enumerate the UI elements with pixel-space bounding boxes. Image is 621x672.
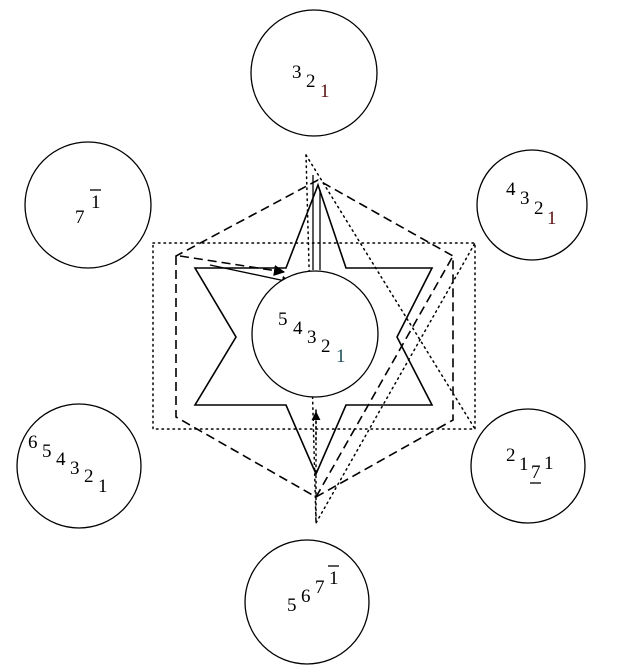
node-bottom: 5 6 7 1 [244,539,370,665]
solid-star [193,182,434,477]
digit-barred: 1 [91,192,101,213]
digit-barred: 1 [329,568,339,589]
dashed-polygon [175,179,454,498]
node-center: 5 4 3 2 1 [251,270,379,398]
node-top: 3 2 1 [250,9,378,137]
digit: 1 [98,476,108,497]
svg-text:7 1: 7 1 [75,192,101,228]
svg-text:5 4 3 2: 5 4 3 2 1 [278,309,346,367]
node-lower-left: 6 5 4 3 2 1 [16,403,142,529]
digit: 4 [56,449,66,470]
digit: 2 [306,71,316,92]
digit: 2 [534,198,544,219]
digit: 2 [506,445,516,466]
svg-text:2 1 7 1: 2 1 7 1 [506,445,554,483]
dotted-diagonal [305,154,476,430]
digit: 7 [75,207,85,228]
digit: 1 [544,453,554,474]
digit: 3 [307,327,317,348]
svg-text:4 3 2 1: 4 3 2 1 [506,179,557,229]
digit: 4 [293,318,303,339]
digit: 5 [278,309,288,330]
svg-text:6 5 4 3: 6 5 4 3 2 1 [28,432,108,497]
digit: 3 [520,188,530,209]
digit: 1 [519,454,529,475]
digit: 4 [506,179,516,200]
solid-arrow [209,264,291,285]
digit: 2 [321,336,331,357]
dashed-arrow [179,255,286,277]
dotted-rectangle [152,242,476,430]
dashed-inner-edge [315,255,454,498]
node-lower-right: 2 1 7 1 [470,408,586,524]
digit: 5 [42,441,52,462]
digit: 1 [547,208,557,229]
digit-underlined: 7 [531,462,541,483]
digit: 6 [28,432,38,453]
digit: 2 [84,466,94,487]
digit: 6 [301,586,311,607]
digit: 1 [336,346,346,367]
digit: 3 [292,62,302,83]
digit: 1 [320,81,330,102]
digit: 5 [287,595,297,616]
digit: 7 [315,577,325,598]
svg-text:3 2 1: 3 2 1 [292,62,330,102]
svg-text:5 6 7 1: 5 6 7 1 [287,568,339,616]
digit: 3 [70,458,80,479]
node-upper-right: 4 3 2 1 [476,149,588,261]
node-upper-left: 7 1 [24,141,152,269]
